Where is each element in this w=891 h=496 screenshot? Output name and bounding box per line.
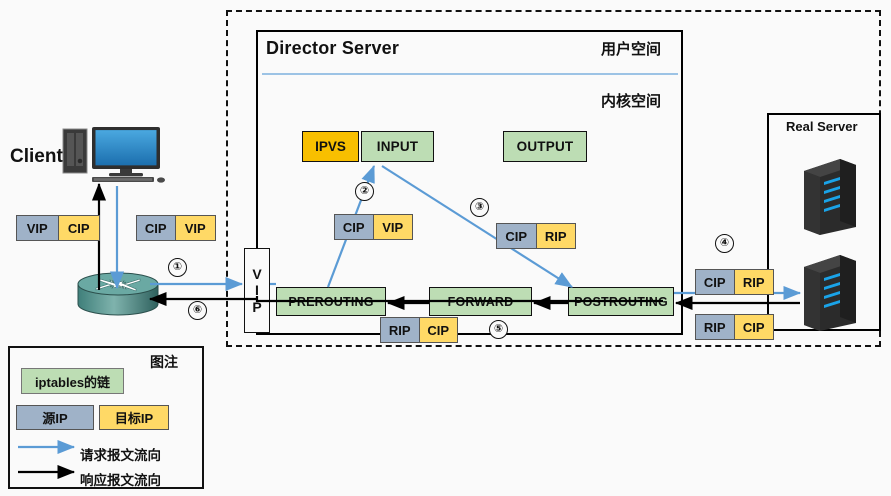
step-marker-3: ③: [470, 198, 489, 217]
packet-src: CIP: [497, 224, 536, 248]
chain-input: INPUT: [361, 131, 434, 162]
legend-request-flow-label: 请求报文流向: [80, 448, 161, 463]
packet-label-realserver-out: RIP CIP: [695, 314, 774, 340]
step-marker-4: ④: [715, 234, 734, 253]
chain-forward: FORWARD: [429, 287, 532, 316]
packet-label-client-request: CIP VIP: [136, 215, 216, 241]
packet-src: RIP: [696, 315, 734, 339]
step-marker-5: ⑤: [489, 320, 508, 339]
packet-dst: VIP: [372, 215, 412, 239]
packet-dst: RIP: [733, 270, 773, 294]
vip-letter-i: I: [255, 282, 259, 299]
step-marker-2: ②: [355, 182, 374, 201]
packet-dst: VIP: [174, 216, 215, 240]
director-server-title: Director Server: [266, 38, 400, 58]
legend-response-arrow-icon: [18, 465, 76, 479]
real-server-tower-1: [804, 159, 856, 235]
chain-prerouting: PREROUTING: [276, 287, 386, 316]
legend-chain-swatch: iptables的链: [21, 368, 124, 394]
real-server-tower-2: [804, 255, 856, 331]
user-kernel-divider: [262, 73, 678, 75]
packet-src: CIP: [335, 215, 373, 239]
packet-label-director-out: RIP CIP: [380, 317, 458, 343]
step-marker-1: ①: [168, 258, 187, 277]
vip-letter-v: V: [252, 266, 262, 283]
packet-label-client-response: VIP CIP: [16, 215, 100, 241]
step-marker-6: ⑥: [188, 301, 207, 320]
vip-letter-p: P: [252, 298, 262, 315]
packet-dst: RIP: [535, 224, 575, 248]
legend-response-flow-label: 响应报文流向: [80, 473, 161, 488]
user-space-label: 用户空间: [601, 41, 662, 58]
kernel-space-label: 内核空间: [601, 93, 662, 110]
director-vip-interface: V I P: [244, 248, 270, 333]
ipvs-box: IPVS: [302, 131, 359, 162]
packet-src: VIP: [17, 216, 58, 240]
real-server-title: Real Server: [786, 119, 858, 134]
packet-dst: CIP: [57, 216, 99, 240]
chain-postrouting: POSTROUTING: [568, 287, 674, 316]
packet-dst: CIP: [733, 315, 773, 339]
client-label: Client: [10, 146, 63, 167]
packet-src: RIP: [381, 318, 419, 342]
packet-label-director-dnat: CIP RIP: [496, 223, 576, 249]
packet-label-realserver-in: CIP RIP: [695, 269, 774, 295]
router-icon: [77, 272, 159, 316]
packet-dst: CIP: [418, 318, 457, 342]
chain-output: OUTPUT: [503, 131, 587, 162]
legend-dst-ip-swatch: 目标IP: [99, 405, 169, 430]
packet-src: CIP: [137, 216, 175, 240]
client-computer-icon: [62, 127, 165, 183]
legend-request-arrow-icon: [18, 440, 76, 454]
legend-src-ip-swatch: 源IP: [16, 405, 94, 430]
packet-label-director-in: CIP VIP: [334, 214, 413, 240]
packet-src: CIP: [696, 270, 734, 294]
legend-title: 图注: [150, 354, 178, 370]
